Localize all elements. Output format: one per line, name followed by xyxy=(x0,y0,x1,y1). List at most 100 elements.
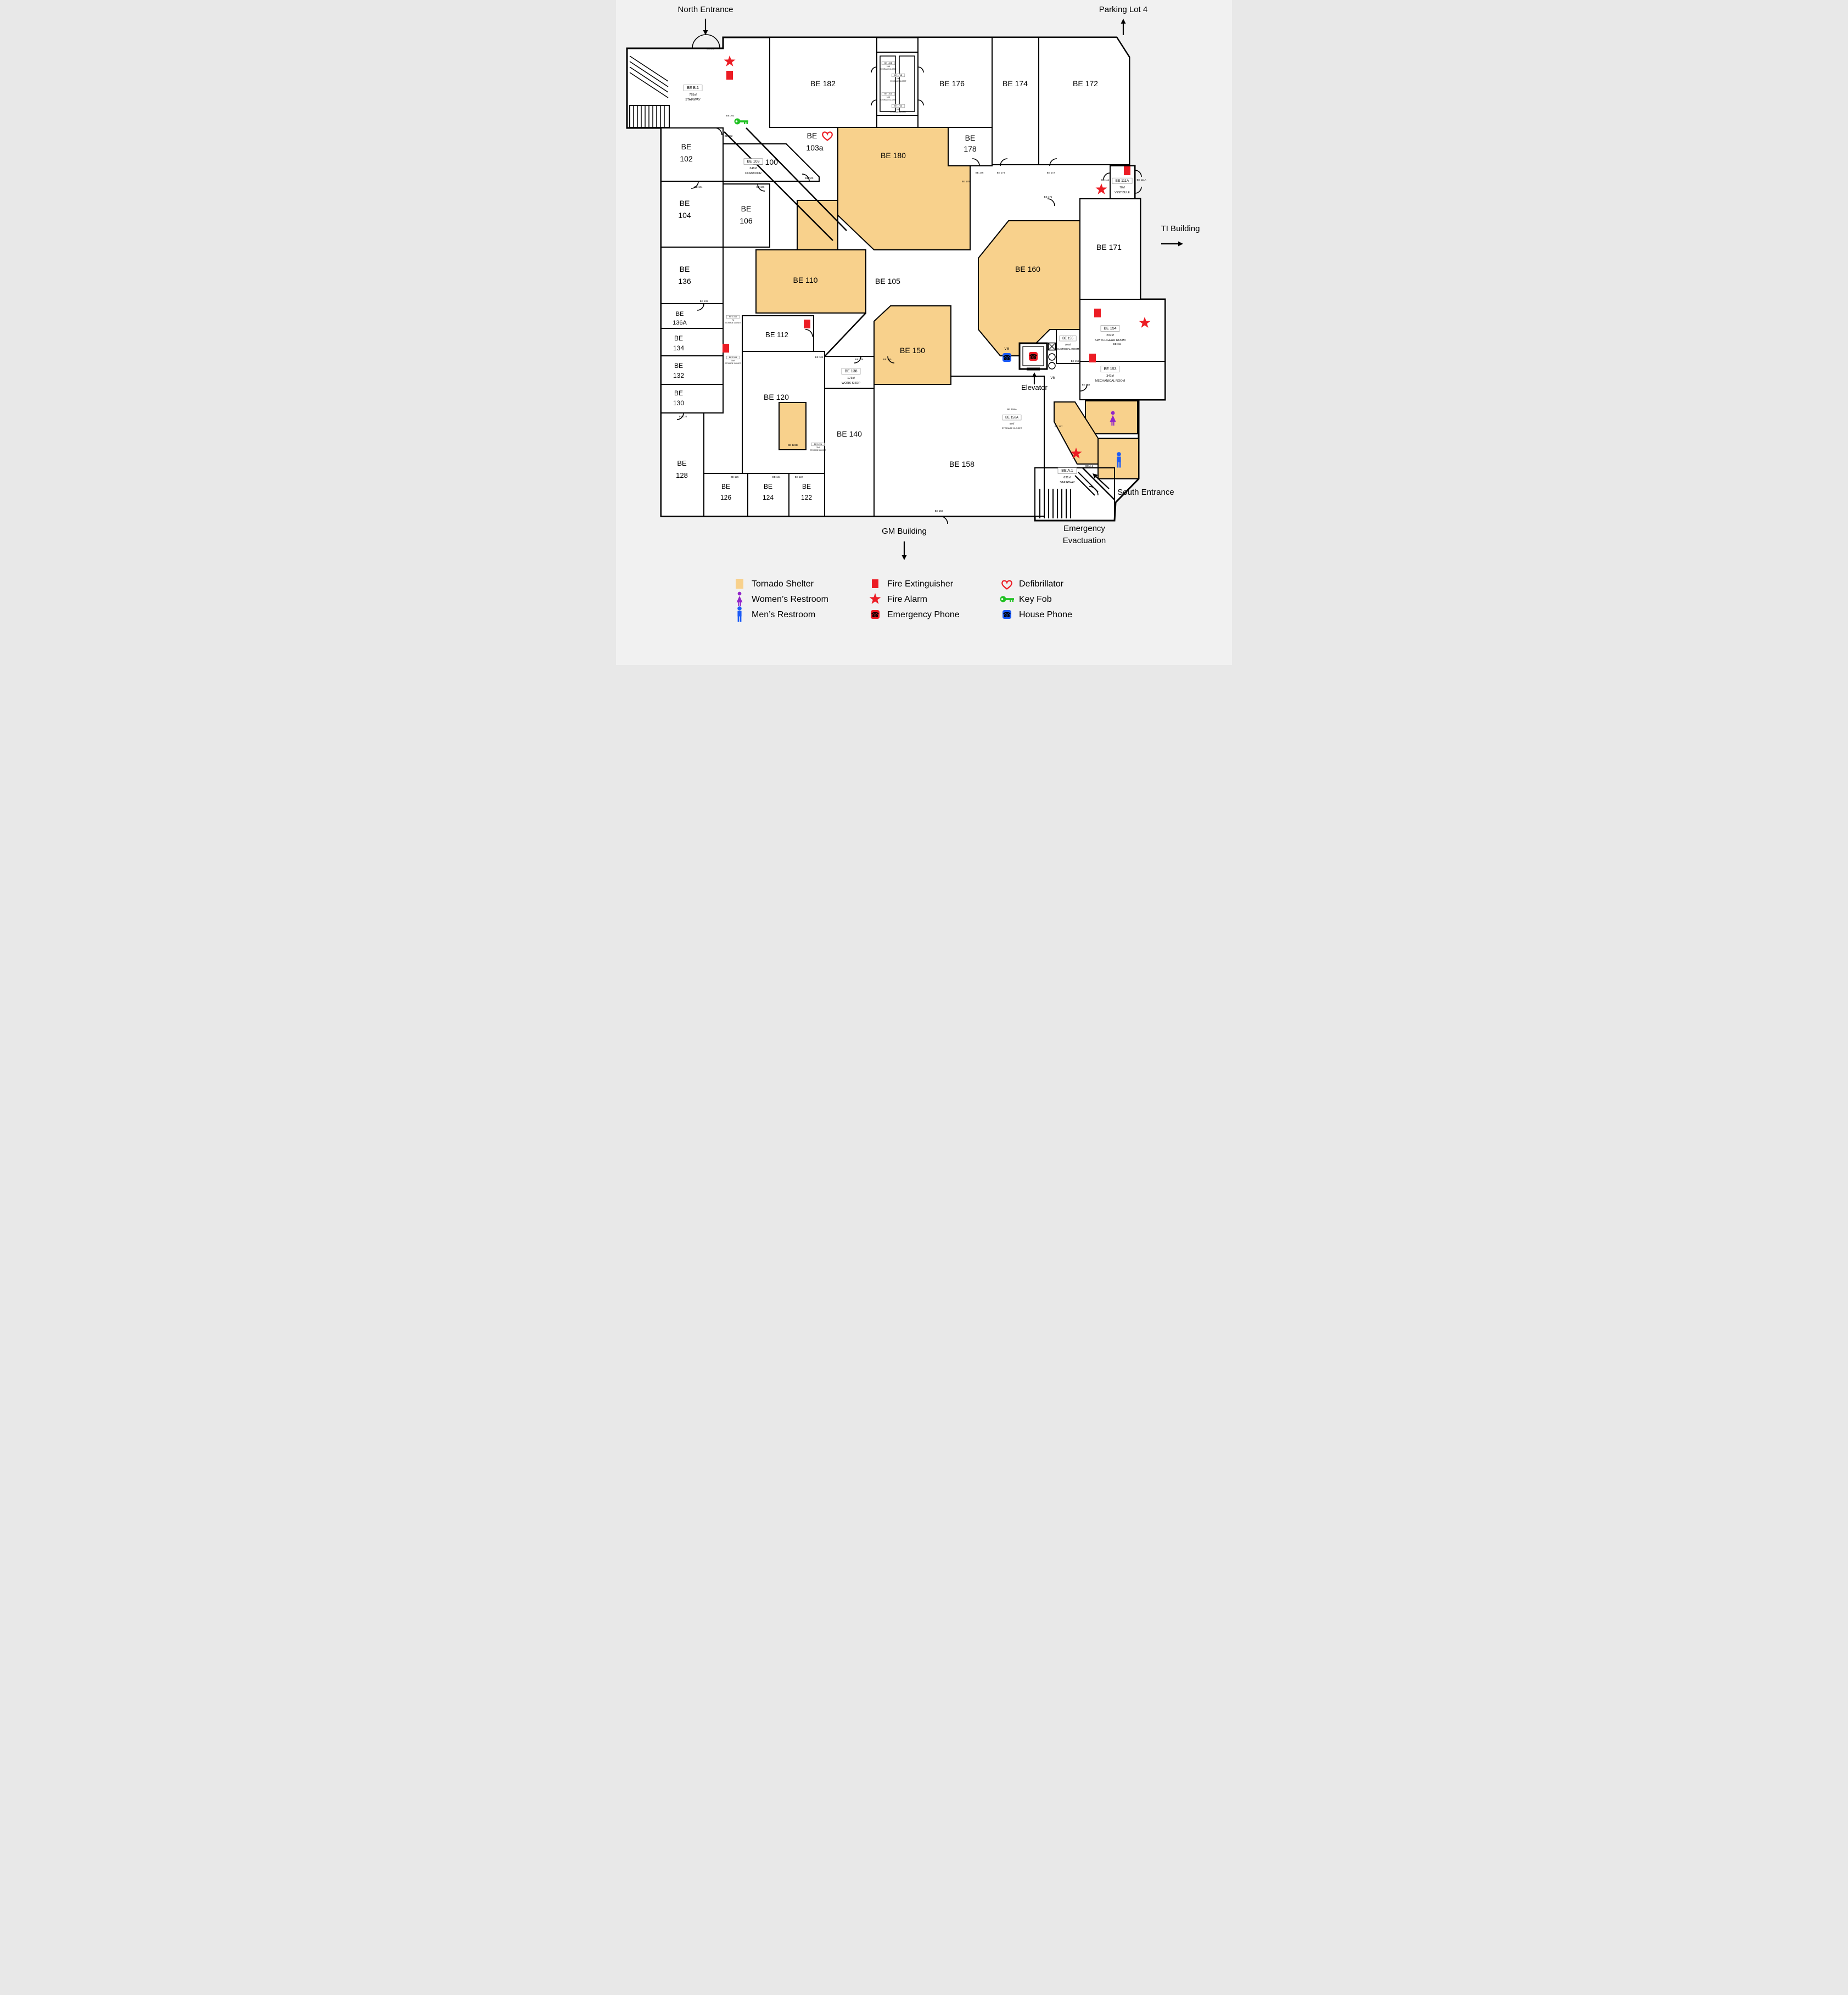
door-tag-be-172: BE 172 xyxy=(1047,171,1055,174)
door-tag-be-102: BE 102 xyxy=(725,135,733,137)
room-label-be-134a: BE xyxy=(674,334,683,342)
arrow-north-entrance-head xyxy=(703,30,708,35)
womens-restroom-icon-head xyxy=(1111,411,1115,415)
sub-label-be-a1-type: STAIRWAY xyxy=(1060,481,1075,484)
room-be-100 xyxy=(723,143,820,182)
box-label-be-b1: BE B.1 xyxy=(687,86,699,90)
fixture-circle-1 xyxy=(1048,353,1056,361)
door-tag-be-157: BE 157 xyxy=(1055,425,1063,428)
shelter-be-110 xyxy=(755,249,866,314)
emergency-phone-elevator: ☎ xyxy=(1029,352,1038,361)
legend-label-house-phone: House Phone xyxy=(1019,610,1072,619)
sub-label-be-b1-type: STAIRWAY xyxy=(685,98,701,102)
door-tag-be-158: BE 158 xyxy=(935,510,943,512)
room-label-be-102a: BE xyxy=(681,142,692,151)
legend-item-women-s-restroom: Women’s Restroom xyxy=(736,591,828,606)
micro-label-18: BE 176A xyxy=(894,105,903,107)
room-be-104 xyxy=(660,181,724,248)
room-be-153 xyxy=(1079,361,1166,400)
box-label-be-155-box xyxy=(1059,336,1077,342)
micro-label-19: 14sf xyxy=(897,108,900,110)
micro-label-18-box xyxy=(891,104,905,108)
shelter-be-122b xyxy=(779,402,807,450)
fire-extinguisher-be112 xyxy=(804,320,810,328)
sub-label-be-111a-type: VESTIBULE xyxy=(1115,191,1130,194)
room-be-102 xyxy=(660,127,724,182)
micro-label-3-box xyxy=(726,355,740,360)
phone-blue-icon-bg xyxy=(1003,610,1011,619)
fire-alarm-icon-glyph xyxy=(869,593,881,604)
door-tag-be-136: BE 136 xyxy=(700,300,708,303)
micro-label-13: 10sf xyxy=(897,77,900,80)
micro-label-6: BE 122A xyxy=(814,443,822,445)
legend-item-tornado-shelter: Tornado Shelter xyxy=(736,579,814,589)
arrow-gm-building-head xyxy=(901,555,907,560)
mens-restroom-icon xyxy=(1117,452,1121,468)
arrow-ti-building-head xyxy=(1178,241,1183,247)
door-tag-be-b.1: BE B.1 xyxy=(707,47,715,50)
micro-label-20: STORAGE CLOSET xyxy=(890,111,906,113)
icons-layer: ☎☎ xyxy=(723,55,1151,468)
annotation-north-entrance: North Entrance xyxy=(678,5,733,14)
door-tag-be-174: BE 174 xyxy=(997,171,1005,174)
key-icon-tooth xyxy=(1010,600,1011,602)
room-label-be-158: BE 158 xyxy=(949,460,975,468)
key-fob-be103 xyxy=(734,118,748,125)
box-label-be-103-box xyxy=(743,158,763,165)
legend-label-fire-alarm: Fire Alarm xyxy=(887,595,927,604)
sub-label-be-154-sf: 207sf xyxy=(1106,334,1114,337)
annotation-vm-left: VM xyxy=(1005,348,1010,351)
storage-closet-strip xyxy=(880,55,915,112)
fire-extinguisher-north xyxy=(726,71,733,80)
box-label-be-153-box xyxy=(1100,366,1120,372)
northwest-stairway xyxy=(629,55,670,128)
door-tag-be-158a: BE 158A xyxy=(1007,408,1017,411)
sub-label-be-138-type: WORK SHOP xyxy=(842,382,861,385)
room-be-154 xyxy=(1079,299,1166,362)
door-tag-be-124: BE 124 xyxy=(772,476,781,478)
micro-label-15: BE 182A xyxy=(884,93,893,95)
defib-icon xyxy=(1001,580,1012,590)
room-be-136 xyxy=(660,247,724,304)
box-label-be-138-box xyxy=(841,368,861,375)
door-tag-be-100: BE 100 xyxy=(805,177,814,180)
room-label-be-150: BE 150 xyxy=(900,346,925,355)
room-label-be-136a: BE xyxy=(680,265,690,273)
fire-extinguisher-be154 xyxy=(1094,309,1101,317)
door-tag-be-126: BE 126 xyxy=(731,476,739,478)
legend-item-house-phone: ☎House Phone xyxy=(1003,610,1072,619)
woman-icon-body xyxy=(736,596,743,602)
legend-item-emergency-phone: ☎ Emergency Phone xyxy=(871,610,960,619)
room-be-134 xyxy=(660,328,724,356)
fire-extinguisher-north-glyph xyxy=(726,71,733,80)
box-label-be-103: BE 103 xyxy=(747,160,760,164)
fire-extinguisher-vestibule xyxy=(1124,166,1130,175)
door-tag-be-155: BE 155 xyxy=(1071,360,1079,362)
phone-red-icon-glyph: ☎ xyxy=(871,611,880,619)
box-label-be-a1-box xyxy=(1057,467,1077,474)
micro-label-4: 14sf xyxy=(731,360,735,362)
fire-extinguisher-vestibule-glyph xyxy=(1124,166,1130,175)
room-label-be-130b: 130 xyxy=(673,399,684,407)
room-label-be-171: BE 171 xyxy=(1096,243,1122,252)
room-label-be-140: BE 140 xyxy=(837,429,862,438)
legend-label-key-fob: Key Fob xyxy=(1019,595,1052,604)
annotation-south-entrance: South Entrance xyxy=(1117,488,1174,497)
legend-label-emergency-phone: Emergency Phone xyxy=(887,610,960,619)
annotation-emergency-1: Emergency xyxy=(1063,524,1105,533)
micro-label-16: 14sf xyxy=(887,96,890,98)
box-label-be-154-box xyxy=(1100,325,1120,332)
micro-label-0-box xyxy=(726,315,740,319)
sub-label-be-154-type: SWITCHGEAR ROOM xyxy=(1095,339,1125,342)
emergency-phone-elevator-bg xyxy=(1029,352,1038,361)
mens-restroom-icon-leg xyxy=(1119,462,1121,468)
sub-label-be-b1-sf: 765sf xyxy=(689,93,697,97)
room-label-be-128b: 128 xyxy=(676,471,688,479)
room-label-be-136Ab: 136A xyxy=(673,320,687,326)
defibrillator-be103a-glyph xyxy=(822,131,833,141)
door-tag-be-171: BE 171 xyxy=(1044,195,1052,198)
box-label-be-111a-box xyxy=(1112,177,1133,184)
room-be-128 xyxy=(660,412,704,517)
